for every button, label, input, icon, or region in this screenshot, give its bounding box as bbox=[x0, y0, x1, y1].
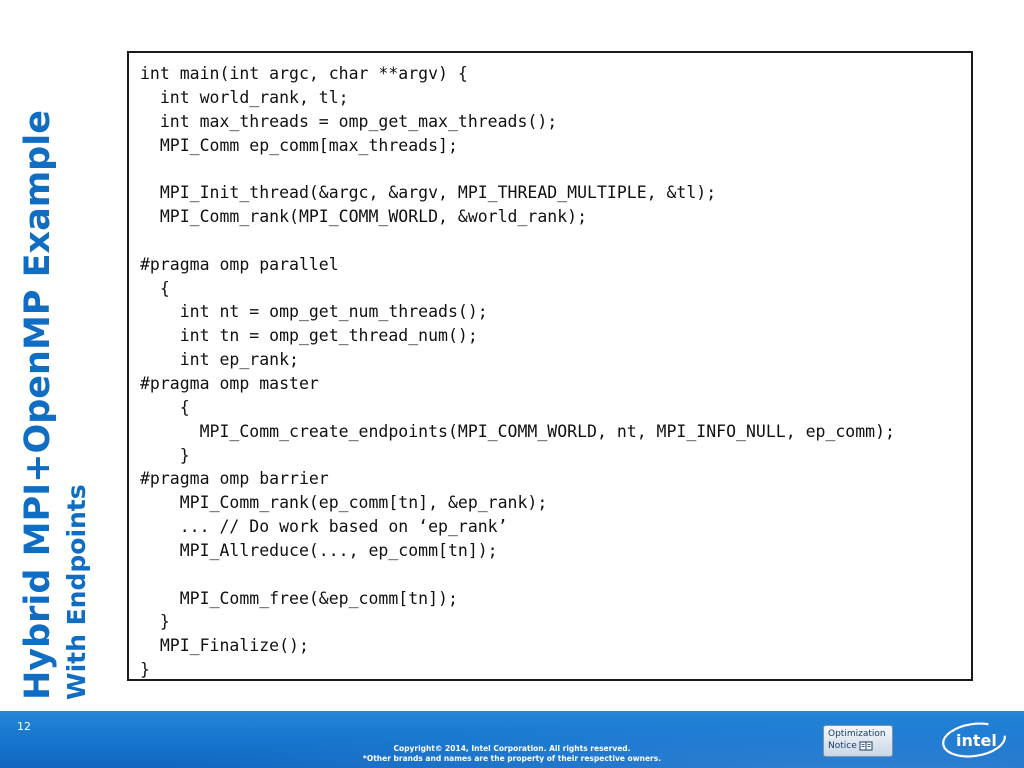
code-line bbox=[140, 229, 971, 253]
intel-logo-text: intel bbox=[956, 731, 997, 750]
code-line: MPI_Comm_rank(MPI_COMM_WORLD, &world_ran… bbox=[140, 207, 588, 227]
code-line: MPI_Comm ep_comm[max_threads]; bbox=[140, 135, 458, 155]
code-listing-box: int main(int argc, char **argv) { int wo… bbox=[127, 51, 973, 681]
slide-title-rotated: Hybrid MPI+OpenMP Example With Endpoints bbox=[18, 10, 94, 700]
code-line: { bbox=[140, 278, 170, 298]
notice-label: Notice bbox=[828, 741, 857, 751]
code-line: } bbox=[140, 612, 170, 632]
code-line: MPI_Comm_rank(ep_comm[tn], &ep_rank); bbox=[140, 493, 548, 513]
code-line: int world_rank, tl; bbox=[140, 87, 349, 107]
code-line: int nt = omp_get_num_threads(); bbox=[140, 302, 488, 322]
code-line: MPI_Finalize(); bbox=[140, 636, 309, 656]
slide-subtitle: With Endpoints bbox=[62, 484, 91, 700]
trademark-line: *Other brands and names are the property… bbox=[362, 754, 662, 763]
code-line bbox=[140, 157, 971, 181]
optimization-label: Optimization bbox=[828, 729, 886, 739]
code-line: int tn = omp_get_thread_num(); bbox=[140, 326, 478, 346]
code-line: MPI_Comm_create_endpoints(MPI_COMM_WORLD… bbox=[140, 421, 895, 441]
page-number: 12 bbox=[17, 720, 31, 733]
optimization-notice-button[interactable]: Optimization Notice bbox=[823, 725, 893, 757]
code-line bbox=[140, 563, 971, 587]
code-line: } bbox=[140, 445, 190, 465]
code-line: MPI_Allreduce(..., ep_comm[tn]); bbox=[140, 540, 498, 560]
copyright-notice: Copyright© 2014, Intel Corporation. All … bbox=[300, 744, 724, 764]
copyright-line: Copyright© 2014, Intel Corporation. All … bbox=[393, 744, 631, 753]
code-line: #pragma omp master bbox=[140, 373, 319, 393]
code-line: } bbox=[140, 660, 150, 680]
code-line: #pragma omp barrier bbox=[140, 469, 329, 489]
code-line: #pragma omp parallel bbox=[140, 254, 339, 274]
footer-bar: 12 Copyright© 2014, Intel Corporation. A… bbox=[0, 711, 1024, 768]
code-line: MPI_Init_thread(&argc, &argv, MPI_THREAD… bbox=[140, 183, 717, 203]
code-line: int ep_rank; bbox=[140, 350, 299, 370]
slide-title-area: Hybrid MPI+OpenMP Example With Endpoints bbox=[0, 0, 120, 710]
code-line: int main(int argc, char **argv) { bbox=[140, 64, 468, 83]
code-line: MPI_Comm_free(&ep_comm[tn]); bbox=[140, 588, 458, 608]
code-line: { bbox=[140, 397, 190, 417]
document-icon bbox=[859, 741, 873, 750]
intel-logo-icon: intel bbox=[942, 722, 1006, 758]
code-line: ... // Do work based on ‘ep_rank’ bbox=[140, 517, 508, 537]
slide-title: Hybrid MPI+OpenMP Example bbox=[18, 110, 58, 700]
code-listing: int main(int argc, char **argv) { int wo… bbox=[129, 53, 971, 680]
code-line: int max_threads = omp_get_max_threads(); bbox=[140, 111, 558, 131]
